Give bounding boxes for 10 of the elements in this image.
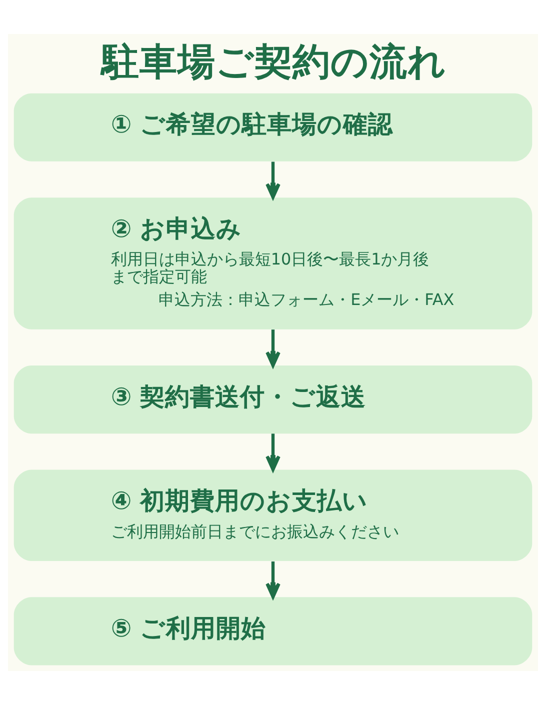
node-box: ④ 初期費用のお支払い ご利用開始前日までにお振込みください [14, 470, 532, 561]
node-box: ⑤ ご利用開始 [14, 597, 532, 666]
arrow [266, 434, 280, 472]
node-box: ② お申込み 利用日は申込から最短10日後〜最長1か月後まで指定可能 申込方法：申込フォーム・Eメール・FAX [14, 198, 532, 330]
node-box: ③ 契約書送付・ご返送 [14, 366, 532, 434]
arrow [266, 162, 280, 199]
arrow [266, 330, 280, 368]
arrow [266, 561, 280, 599]
node-box: ① ご希望の駐車場の確認 [14, 93, 532, 162]
diagram-title: 駐車場ご契約の流れ [101, 39, 446, 84]
